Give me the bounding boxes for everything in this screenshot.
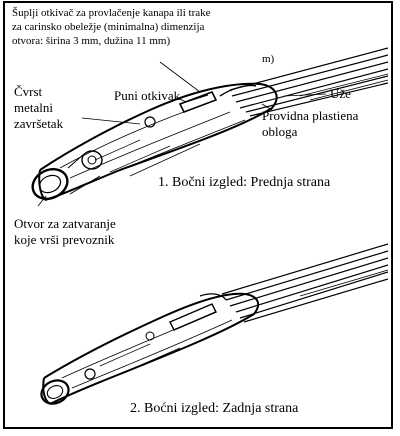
solid-insert-back <box>145 293 227 341</box>
cable-rope-front <box>229 47 389 117</box>
label-obloga-2: obloga <box>262 124 298 139</box>
plastic-sheath-back <box>42 292 260 405</box>
label-otvor-1: Otvor za zatvaranje <box>14 216 116 231</box>
front-side-drawing <box>31 47 389 207</box>
solid-insert-front <box>178 84 257 114</box>
note-line-3: otvora: širina 3 mm, dužina 11 mm) <box>12 35 170 47</box>
caption-front-side: 1. Bočni izgled: Prednja strana <box>158 175 331 190</box>
label-cvrst-3: završetak <box>14 116 64 131</box>
cable-rope-back <box>221 243 389 323</box>
back-side-drawing <box>40 243 389 405</box>
metal-tip-front <box>31 116 156 200</box>
note-line-2: za carinsko obeležje (minimalna) dimenzi… <box>12 21 205 33</box>
note-line-1: Šuplji otkivač za provlačenje kanapa ili… <box>12 7 211 19</box>
figure-frame <box>3 1 393 429</box>
label-obloga-1: Providna plastiena <box>262 108 359 123</box>
label-cvrst-1: Čvrst <box>14 84 43 99</box>
metal-tip-back <box>40 368 96 405</box>
label-cvrst-2: metalni <box>14 100 53 115</box>
label-otvor-2: koje vrši prevoznik <box>14 232 115 247</box>
label-puni-otkivak: Puni otkivak <box>114 88 181 103</box>
note-tail: m) <box>262 53 275 65</box>
label-uze: Uže <box>330 86 351 101</box>
leader-lines-front <box>37 61 327 207</box>
caption-back-side: 2. Boćni izgled: Zadnja strana <box>130 401 299 416</box>
